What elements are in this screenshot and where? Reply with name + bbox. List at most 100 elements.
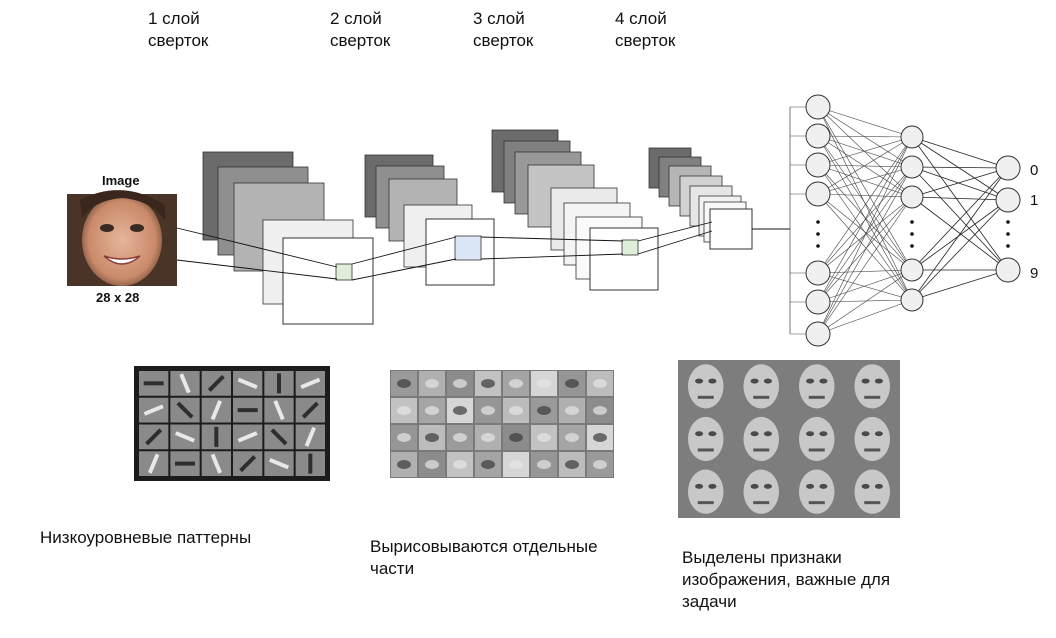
face-feature	[743, 416, 780, 462]
part-shape	[481, 379, 495, 388]
face-eye	[763, 431, 772, 437]
neuron-node	[805, 260, 831, 286]
filter-stroke	[210, 453, 223, 474]
face-mouth	[753, 448, 770, 452]
part-shape	[453, 433, 467, 442]
part-shape	[509, 379, 523, 388]
ellipsis-dot	[816, 232, 820, 236]
filter-stroke	[176, 401, 194, 419]
layer-1-label: 1 слой сверток	[148, 9, 209, 50]
face-mouth	[808, 501, 825, 505]
neuron-node	[805, 289, 831, 315]
part-shape	[537, 406, 551, 415]
face-mouth	[808, 395, 825, 399]
face-eye	[861, 431, 870, 437]
face-eye	[861, 378, 870, 384]
part-shape	[565, 379, 579, 388]
face-feature	[854, 364, 891, 409]
neuron-node	[995, 257, 1021, 283]
neuron-node	[805, 94, 831, 120]
face-feature	[743, 364, 780, 409]
face-eye	[819, 483, 828, 489]
part-shape	[481, 406, 495, 415]
filter-stroke	[143, 404, 164, 416]
face-features-grid	[678, 360, 900, 518]
filter-stroke	[174, 431, 196, 443]
filter-stroke	[268, 457, 290, 470]
neuron-node	[995, 187, 1021, 213]
output-label-1: 1	[1030, 192, 1039, 209]
face-mouth	[697, 395, 714, 399]
filter-stroke	[239, 455, 257, 473]
part-shape	[565, 433, 579, 442]
filter-stroke	[210, 400, 223, 421]
part-shape	[453, 379, 467, 388]
part-shape	[509, 406, 523, 415]
part-shape	[453, 460, 467, 469]
ellipsis-dot	[816, 220, 820, 224]
filter-stroke	[304, 426, 317, 447]
neuron-node	[805, 123, 831, 149]
face-mouth	[864, 448, 881, 452]
filter-stroke	[145, 428, 163, 446]
low-level-filters-grid	[134, 366, 330, 481]
neuron-node	[900, 288, 924, 312]
part-shape	[425, 379, 439, 388]
filter-stroke	[207, 374, 225, 392]
input-face-image	[67, 190, 177, 286]
neuron-node	[805, 181, 831, 207]
face-eye	[695, 483, 704, 489]
face-eye	[708, 431, 717, 437]
face-feature	[687, 364, 724, 409]
part-shape	[425, 460, 439, 469]
layer-2-label: 2 слой сверток	[330, 9, 391, 50]
part-shape	[425, 406, 439, 415]
filter-stroke	[147, 453, 160, 474]
face-feature	[798, 416, 835, 462]
face-eye	[750, 431, 759, 437]
part-shape	[537, 460, 551, 469]
face-feature	[798, 364, 835, 409]
part-features-grid	[390, 370, 614, 478]
face-eye	[708, 483, 717, 489]
conv-layer-3-stack	[491, 129, 659, 291]
ellipsis-dot	[816, 244, 820, 248]
face-eye	[750, 483, 759, 489]
face-eye	[874, 483, 883, 489]
part-shape	[509, 433, 523, 442]
neuron-node	[900, 155, 924, 179]
caption-features: Выделены признаки изображения, важные дл…	[682, 548, 891, 611]
face-eye	[806, 378, 815, 384]
face-mouth	[808, 448, 825, 452]
face-eye	[763, 378, 772, 384]
face-eye	[806, 431, 815, 437]
part-shape	[481, 460, 495, 469]
part-shape	[565, 406, 579, 415]
filter-stroke	[237, 377, 258, 390]
output-label-9: 9	[1030, 265, 1039, 282]
face-feature	[854, 416, 891, 462]
part-shape	[537, 433, 551, 442]
neuron-node	[995, 155, 1021, 181]
part-shape	[397, 406, 411, 415]
neuron-node	[900, 258, 924, 282]
face-feature	[854, 469, 891, 514]
caption-low-level: Низкоуровневые паттерны	[40, 528, 252, 547]
ellipsis-dot	[910, 244, 914, 248]
face-eye	[708, 378, 717, 384]
layer-3-label: 3 слой сверток	[473, 9, 534, 50]
filter-stroke	[270, 428, 288, 446]
face-eye	[874, 378, 883, 384]
part-shape	[425, 433, 439, 442]
face-mouth	[753, 501, 770, 505]
conv-layer-1-stack	[202, 151, 374, 325]
face-mouth	[697, 448, 714, 452]
face-eye	[819, 431, 828, 437]
face-mouth	[864, 501, 881, 505]
ellipsis-dot	[1006, 232, 1010, 236]
caption-parts: Вырисовываются отдельные части	[370, 537, 598, 578]
conv-layer-2-stack	[364, 154, 495, 286]
ellipsis-dot	[1006, 244, 1010, 248]
neuron-node	[900, 125, 924, 149]
